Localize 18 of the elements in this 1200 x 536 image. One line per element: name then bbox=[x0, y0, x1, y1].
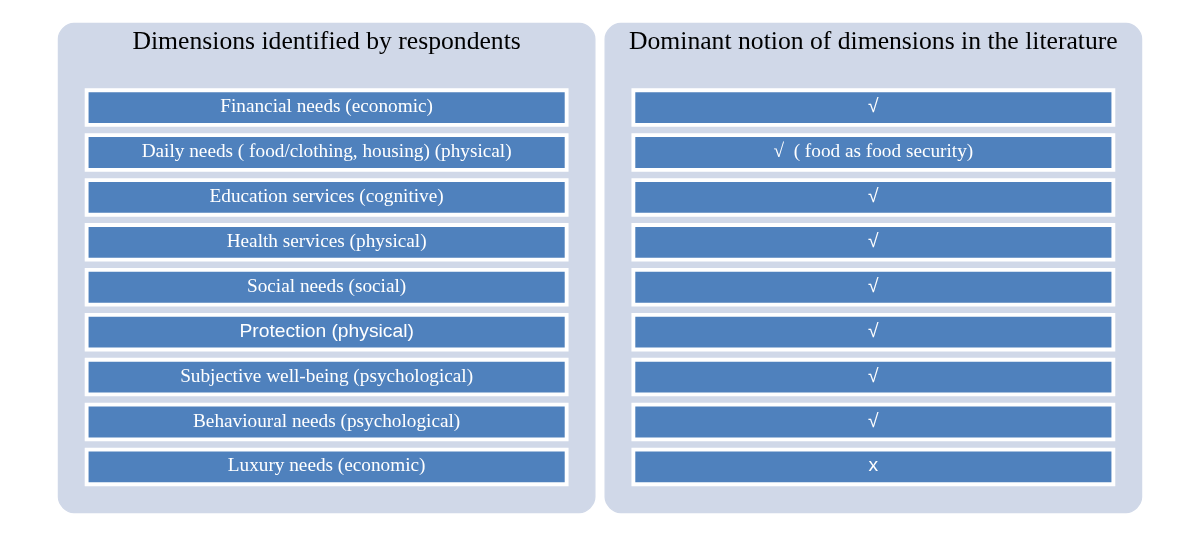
node-box: Subjective well-being (psychological) bbox=[84, 357, 569, 397]
node-box: Education services (cognitive) bbox=[84, 178, 569, 217]
node-box: √ ( food as food security) bbox=[631, 133, 1116, 172]
node-box: Health services (physical) bbox=[84, 223, 569, 262]
node-box: √ bbox=[631, 223, 1116, 262]
node-box: √ bbox=[631, 357, 1116, 397]
node-box: √ bbox=[631, 178, 1116, 217]
node-box: Social needs (social) bbox=[84, 268, 569, 307]
node-box: Behavioural needs (psychological) bbox=[84, 402, 569, 442]
node-box: Financial needs (economic) bbox=[84, 88, 569, 127]
node-box: Protection (physical) bbox=[84, 312, 569, 352]
node-box: √ bbox=[631, 88, 1116, 127]
node-box: Daily needs ( food/clothing, housing) (physical) bbox=[84, 133, 569, 172]
node-box: √ bbox=[631, 402, 1116, 442]
node-box: √ bbox=[631, 312, 1116, 352]
node-box: x bbox=[631, 447, 1116, 487]
node-box: √ bbox=[631, 268, 1116, 307]
node-box: Luxury needs (economic) bbox=[84, 447, 569, 487]
